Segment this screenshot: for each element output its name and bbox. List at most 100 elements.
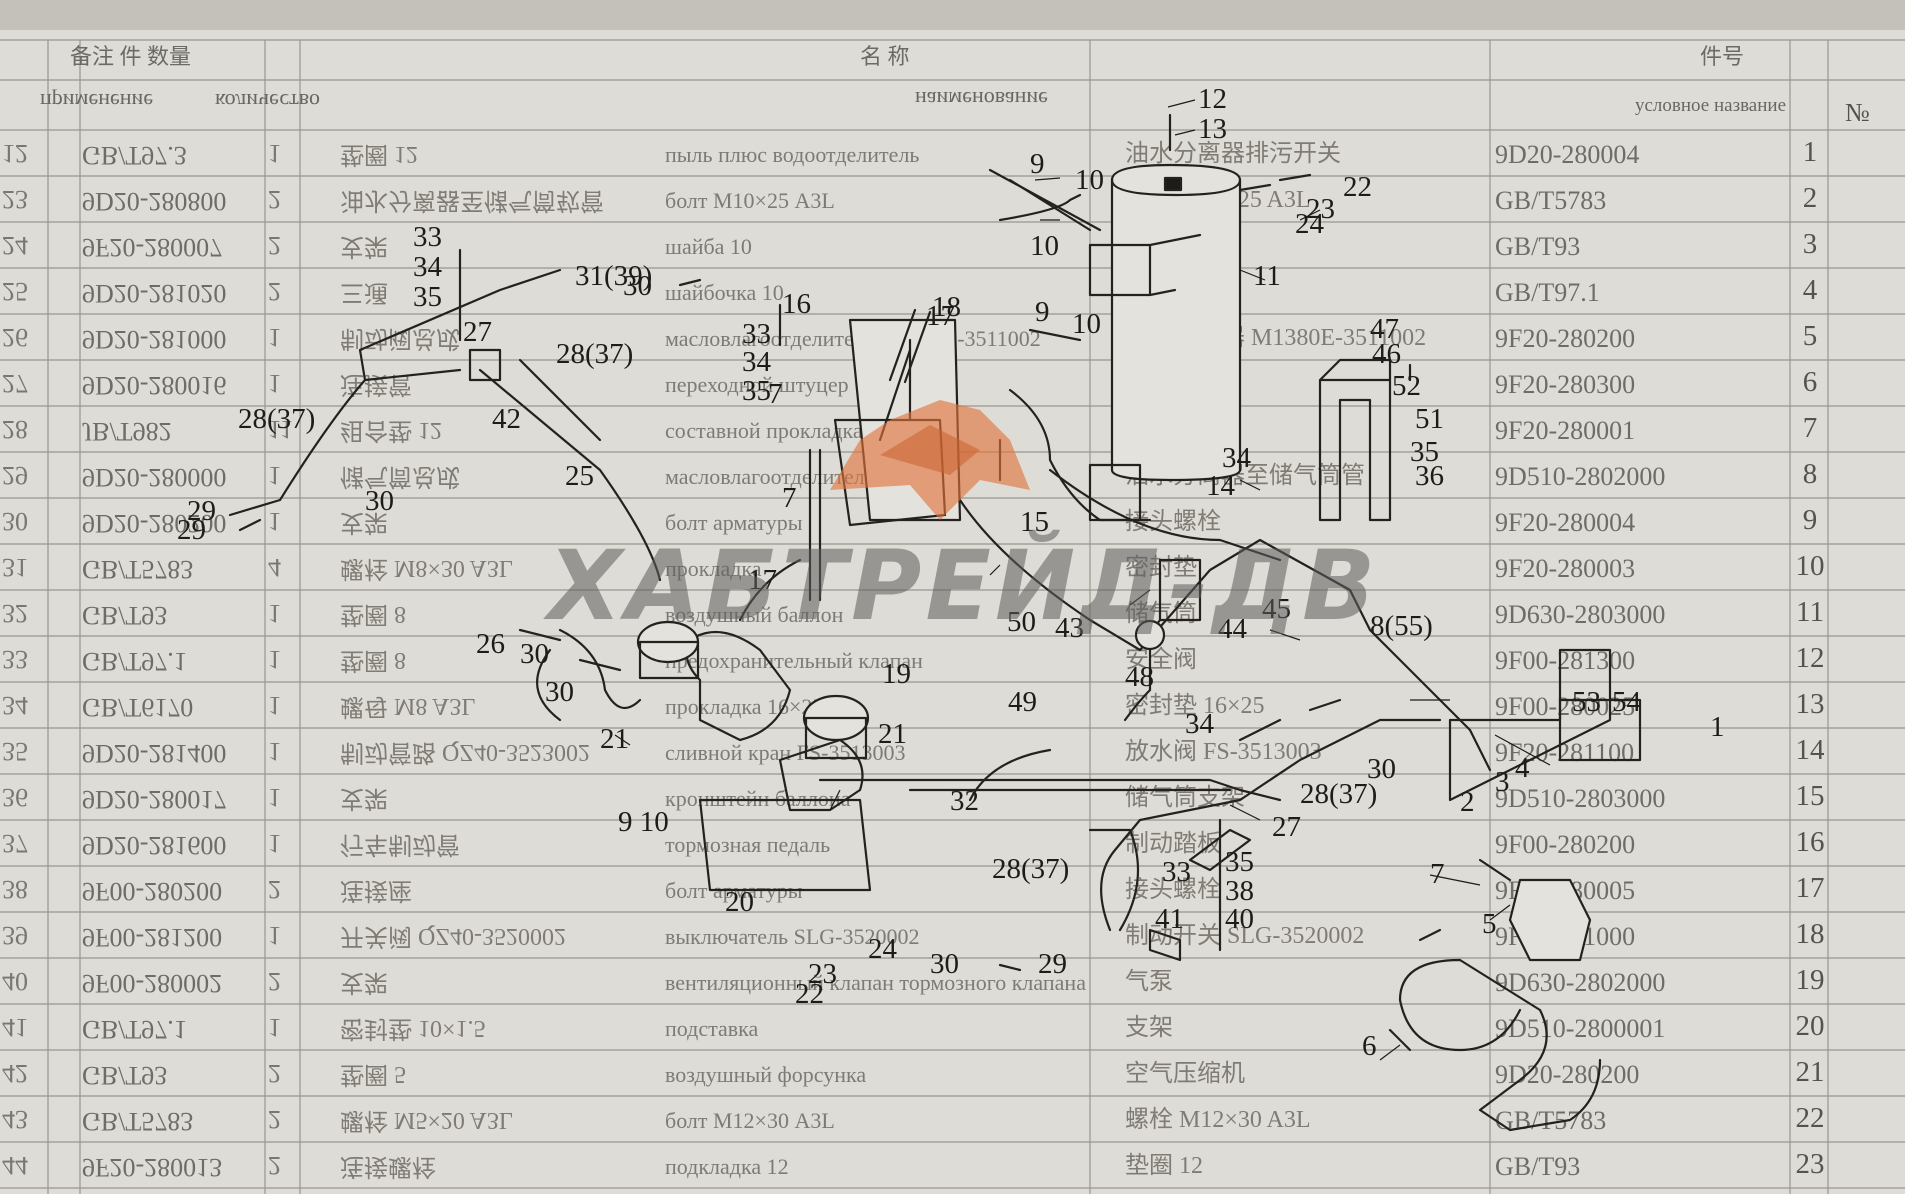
callout-label: 10 (1072, 308, 1101, 340)
callout-label: 33 (413, 221, 442, 253)
row-name-ru: болт арматуры (665, 510, 803, 535)
row-name-ru: шайба 10 (665, 234, 752, 259)
row-name-ru: подставка (665, 1016, 759, 1041)
callout-label: 4 (1515, 752, 1530, 784)
callout-label: 27 (1272, 811, 1301, 843)
callout-label: 22 (795, 978, 824, 1010)
callout-label: 7 (782, 482, 797, 514)
row-number: 11 (1796, 596, 1824, 628)
callout-label: 5 (1482, 908, 1497, 940)
row-number: 2 (1802, 182, 1818, 214)
row-name-ru: прокладка 16×25 (665, 694, 824, 719)
callout-label: 33 (742, 318, 771, 350)
callout-label: 7 (768, 378, 783, 410)
callout-label: 35 (1225, 846, 1254, 878)
row-code: 9D510-2800001 (1495, 1014, 1666, 1043)
row-code: 9D510-2802000 (1495, 462, 1666, 491)
row-number: 22 (1795, 1102, 1825, 1134)
row-number: 20 (1795, 1010, 1825, 1042)
callout-label: 9 (1030, 148, 1045, 180)
callout-label: 30 (623, 270, 652, 302)
callout-label: 1 (1710, 711, 1725, 743)
callout-label: 30 (520, 638, 549, 670)
row-name-ru: вентиляционный клапан тормозного клапана (665, 970, 1086, 995)
row-name-ru: пыль плюс водоотделитель (665, 142, 920, 167)
row-name-ru: предохранительный клапан (665, 648, 923, 673)
callout-label: 34 (1185, 708, 1214, 740)
callout-label: 51 (1415, 403, 1444, 435)
callout-label: 18 (932, 291, 961, 323)
row-number: 4 (1802, 274, 1818, 306)
row-number: 8 (1802, 458, 1818, 490)
row-number: 19 (1795, 964, 1825, 996)
row-name-zh: 制动踏板 (1125, 831, 1221, 857)
callout-label: 24 (868, 933, 897, 965)
callout-label: 20 (725, 886, 754, 918)
row-code: GB/T93 (1495, 1152, 1581, 1181)
row-number: 12 (1795, 642, 1825, 674)
row-name-ru: составной прокладка (665, 418, 863, 443)
callout-label: 30 (930, 948, 959, 980)
callout-label: 10 (1030, 230, 1059, 262)
row-name-ru: воздушный форсунка (665, 1062, 867, 1087)
row-code: 9D510-2803000 (1495, 784, 1666, 813)
row-name-ru: болт М10×25 A3L (665, 188, 835, 213)
row-code: GB/T97.1 (1495, 278, 1600, 307)
callout-label: 24 (1295, 208, 1324, 240)
callout-label: 26 (476, 628, 505, 660)
row-number: 23 (1795, 1148, 1825, 1180)
row-name-ru: выключатель SLG-3520002 (665, 924, 920, 949)
row-code: 9F00-280200 (1495, 830, 1636, 859)
header-no: № (1845, 98, 1870, 127)
header-zh-right: 件号 (1700, 44, 1745, 69)
row-name-zh: 垫圈 12 (1125, 1153, 1203, 1179)
callout-label: 22 (1343, 171, 1372, 203)
callout-label: 34 (1222, 442, 1251, 474)
row-code: 9F20-280001 (1495, 416, 1636, 445)
row-code: 9F20-280003 (1495, 554, 1636, 583)
callout-label: 29 (187, 495, 216, 527)
row-code: 9D20-280004 (1495, 140, 1640, 169)
callout-label: 8(55) (1370, 610, 1433, 642)
callout-label: 16 (782, 288, 811, 320)
row-number: 17 (1795, 872, 1825, 904)
callout-label: 43 (1055, 612, 1084, 644)
callout-label: 13 (1198, 113, 1227, 145)
row-number: 9 (1802, 504, 1818, 536)
row-code: 9F20-280004 (1495, 508, 1636, 537)
row-name-zh: 螺栓 M12×30 A3L (1125, 1107, 1311, 1133)
row-name-ru: прокладка (665, 556, 762, 581)
row-number: 7 (1802, 412, 1818, 444)
row-code: 9F20-280200 (1495, 324, 1636, 353)
row-name-zh: 密封垫 16×25 (1125, 693, 1265, 719)
callout-label: 7 (1430, 858, 1445, 890)
row-name-ru: подкладка 12 (665, 1154, 789, 1179)
row-code: GB/T5783 (1495, 186, 1607, 215)
row-name-zh: 接头螺栓 (1125, 877, 1221, 903)
callout-label: 46 (1372, 338, 1401, 370)
callout-label: 9 (1035, 296, 1050, 328)
row-code: 9F00-281300 (1495, 646, 1636, 675)
callout-label: 28(37) (992, 853, 1070, 885)
callout-label: 34 (742, 346, 771, 378)
callout-label: 14 (1206, 470, 1235, 502)
row-code: 9D20-280200 (1495, 1060, 1640, 1089)
callout-label: 44 (1218, 613, 1247, 645)
callout-label: 30 (1367, 753, 1396, 785)
callout-label: 21 (600, 723, 629, 755)
callout-label: 34 (413, 251, 442, 283)
callout-label: 23 (1306, 193, 1335, 225)
logo-emblem (830, 400, 1030, 520)
row-number: 14 (1795, 734, 1825, 766)
row-name-ru: переходной штуцер (665, 372, 849, 397)
callout-label: 48 (1125, 661, 1154, 693)
row-number: 18 (1795, 918, 1825, 950)
callout-label: 50 (1007, 606, 1036, 638)
callout-label: 53 (1572, 686, 1601, 718)
callout-label: 30 (365, 485, 394, 517)
callout-label: 35 (413, 281, 442, 313)
callout-label: 2 (1460, 786, 1475, 818)
callout-label: 11 (1253, 260, 1281, 292)
row-number: 3 (1802, 228, 1818, 260)
